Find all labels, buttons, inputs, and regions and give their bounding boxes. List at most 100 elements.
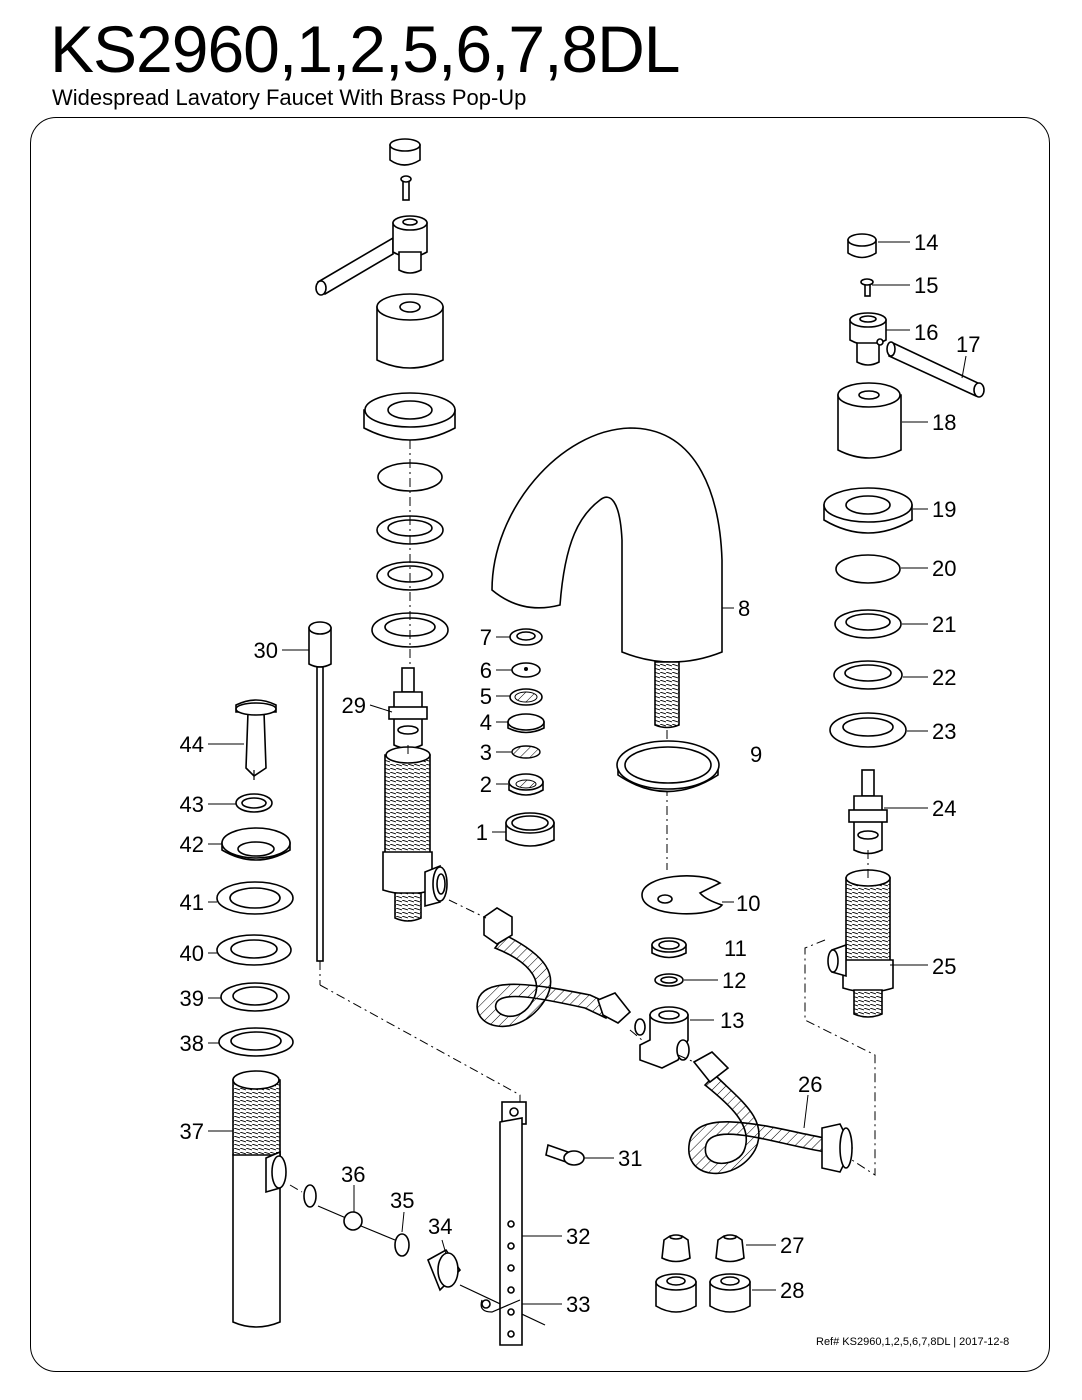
callout-17: 17 [956, 332, 980, 357]
left-cartridge-valve [388, 667, 428, 750]
callout-11: 11 [724, 936, 747, 961]
callout-25: 25 [932, 954, 956, 979]
callout-43: 43 [180, 792, 204, 817]
assembly-centerlines [289, 745, 876, 1193]
callout-24: 24 [932, 796, 956, 821]
spout [491, 427, 723, 870]
reference-footer: Ref# KS2960,1,2,5,6,7,8DL | 2017-12-8 [816, 1336, 1010, 1348]
spout-mounting-bracket [641, 875, 724, 915]
left-supply-hose [476, 907, 632, 1028]
callout-15: 15 [914, 273, 938, 298]
left-handle-sleeve [376, 293, 444, 369]
right-o-ring [835, 554, 901, 584]
aerator-disc [511, 662, 541, 678]
spout-base-gasket [616, 740, 720, 793]
callout-4: 4 [480, 710, 492, 735]
spout-mounting-nut [651, 937, 687, 959]
pivot-washer [394, 1233, 410, 1257]
tee-connector [634, 1006, 690, 1069]
aerator-housing [505, 812, 555, 847]
callout-19: 19 [932, 497, 956, 522]
callout-40: 40 [180, 941, 204, 966]
callout-35: 35 [390, 1188, 414, 1213]
callout-31: 31 [618, 1146, 642, 1171]
callout-38: 38 [180, 1031, 204, 1056]
pivot-nut [426, 1248, 546, 1326]
pivot-rod [303, 1184, 396, 1241]
aerator-screen-holder [509, 688, 543, 706]
callout-labels: 1 2 3 4 5 6 7 8 9 10 11 12 13 14 15 16 1… [180, 230, 981, 1317]
callout-14: 14 [914, 230, 938, 255]
right-supply-hose [688, 1051, 853, 1175]
callout-10: 10 [736, 891, 760, 916]
left-valve-body [382, 746, 448, 922]
callout-18: 18 [932, 410, 956, 435]
callout-3: 3 [480, 740, 492, 765]
right-handle-screw [860, 278, 874, 297]
aerator-stack [505, 628, 555, 847]
clevis-strap [499, 1101, 527, 1346]
left-index-button [389, 138, 421, 166]
callout-39: 39 [180, 986, 204, 1011]
callout-8: 8 [738, 596, 750, 621]
compression-sleeves [661, 1234, 745, 1263]
callout-28: 28 [780, 1278, 804, 1303]
aerator-insert [508, 773, 544, 796]
model-number-title: KS2960,1,2,5,6,7,8DL [50, 12, 680, 86]
callout-6: 6 [480, 658, 492, 683]
aerator-ring [507, 713, 545, 734]
callout-12: 12 [722, 968, 746, 993]
callout-33: 33 [566, 1292, 590, 1317]
callout-23: 23 [932, 719, 956, 744]
lift-rod [308, 621, 332, 962]
drain-washer-1 [216, 934, 292, 966]
drain-gasket [218, 1027, 294, 1057]
callout-26: 26 [798, 1072, 822, 1097]
left-handle-assembly [315, 138, 456, 670]
right-washer-1 [834, 609, 902, 639]
callout-42: 42 [180, 832, 204, 857]
right-escutcheon-flange [823, 487, 913, 534]
compression-nuts [655, 1273, 751, 1313]
left-lever-handle [315, 215, 428, 296]
callout-27: 27 [780, 1233, 804, 1258]
right-handle-hub [849, 312, 887, 366]
drain-flange-gasket [216, 881, 294, 915]
left-escutcheon-flange [363, 392, 456, 441]
right-washer-2 [833, 660, 903, 690]
right-handle-assembly [823, 233, 985, 748]
aerator-gasket [509, 628, 543, 646]
callout-41: 41 [180, 890, 204, 915]
spout-lock-washer [654, 973, 684, 987]
callout-37: 37 [180, 1119, 204, 1144]
callout-16: 16 [914, 320, 938, 345]
right-cartridge-valve [848, 769, 888, 855]
callout-29: 29 [342, 693, 366, 718]
callout-2: 2 [480, 772, 492, 797]
drain-flange [221, 827, 291, 861]
right-index-button [847, 233, 877, 259]
right-mounting-washer [829, 712, 907, 748]
callout-30: 30 [254, 638, 278, 663]
drain-washer-2 [220, 982, 290, 1012]
pop-up-stopper [235, 699, 277, 780]
callout-36: 36 [341, 1162, 365, 1187]
right-valve-body [827, 869, 894, 1018]
clevis-screw [545, 1143, 585, 1166]
product-description: Widespread Lavatory Faucet With Brass Po… [52, 85, 527, 110]
left-handle-screw [400, 175, 412, 201]
callout-20: 20 [932, 556, 956, 581]
callout-22: 22 [932, 665, 956, 690]
callout-34: 34 [428, 1214, 452, 1239]
right-lever-handle [886, 341, 985, 398]
right-handle-sleeve [837, 382, 902, 459]
stopper-o-ring [235, 793, 273, 813]
callout-44: 44 [180, 732, 204, 757]
callout-21: 21 [932, 612, 956, 637]
callout-7: 7 [480, 625, 492, 650]
aerator-screen [511, 745, 541, 759]
callout-1: 1 [476, 820, 488, 845]
callout-13: 13 [720, 1008, 744, 1033]
callout-9: 9 [750, 742, 762, 767]
